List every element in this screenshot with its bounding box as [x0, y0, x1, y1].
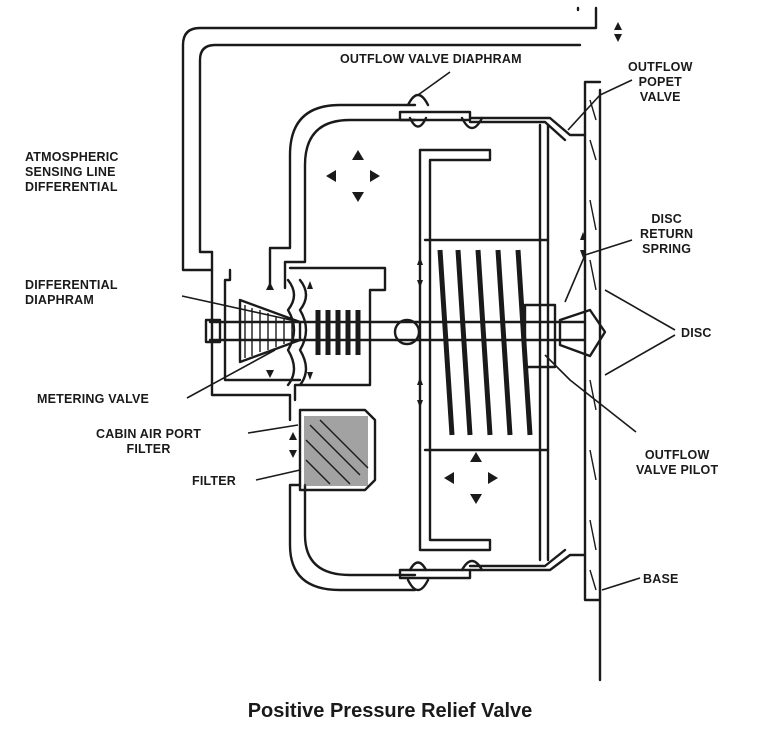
valve-stem — [208, 303, 607, 369]
filter-element — [298, 408, 377, 492]
label-disc: DISC — [681, 326, 712, 340]
figure-caption: Positive Pressure Relief Valve — [247, 700, 533, 722]
label-atmospheric-sensing-line: ATMOSPHERIC SENSING LINE DIFFERENTIAL — [25, 150, 119, 194]
label-differential-diaphram: DIFFERENTIAL DIAPHRAM — [25, 278, 118, 307]
label-cabin-air-port-filter: CABIN AIR PORT FILTER — [96, 427, 202, 456]
label-disc-return-spring: DISC RETURN SPRING — [640, 212, 694, 256]
label-metering-valve: METERING VALVE — [37, 392, 150, 406]
label-outflow-valve-pilot: OUTFLOW VALVE PILOT — [636, 448, 719, 477]
valve-body — [268, 93, 587, 592]
flow-arrows — [266, 22, 622, 504]
base-plate — [583, 80, 602, 682]
label-base: BASE — [643, 572, 679, 586]
leader-lines — [181, 71, 676, 591]
sensing-line-tube — [181, 6, 598, 272]
label-outflow-popet-valve: OUTFLOW POPET VALVE — [628, 60, 693, 104]
label-filter: FILTER — [192, 474, 237, 488]
label-outflow-valve-diaphram: OUTFLOW VALVE DIAPHRAM — [340, 52, 522, 66]
main-spring — [437, 249, 533, 436]
differential-chamber — [204, 250, 387, 422]
